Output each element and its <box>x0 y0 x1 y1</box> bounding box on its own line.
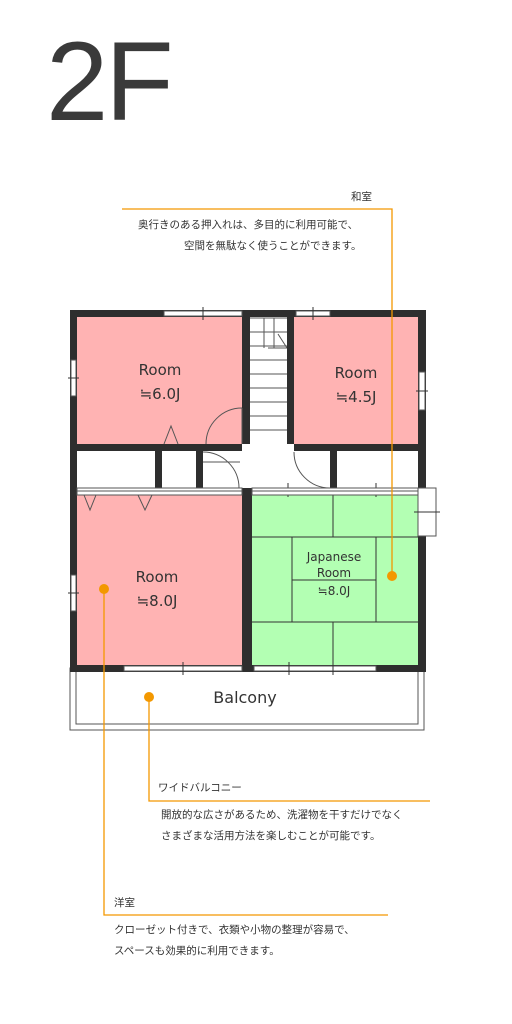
callout-washitsu-text: 奥行きのある押入れは、多目的に利用可能で、 空間を無駄なく使うことができます。 <box>138 215 361 257</box>
closet-door-mark-3 <box>163 424 179 445</box>
window-bottom-japanese <box>253 665 377 672</box>
callout-washitsu-title: 和室 <box>351 191 372 203</box>
door-room-2 <box>293 451 331 489</box>
callout-youshitsu-line-1: クローゼット付きで、衣類や小物の整理が容易で、 <box>114 924 355 936</box>
staircase <box>250 317 288 431</box>
japanese-room-name-line-2: Room <box>317 566 351 580</box>
callout-washitsu-line-2: 空間を無駄なく使うことができます。 <box>184 240 362 252</box>
leader-balcony <box>148 697 430 802</box>
leader-youshitsu <box>103 589 388 916</box>
callout-balcony-line-2: さまざまな活用方法を楽しむことが可能です。 <box>161 830 381 842</box>
room-3-size: ≒8.0J <box>137 592 178 610</box>
window-ticks <box>68 307 440 675</box>
doors <box>202 407 331 489</box>
callout-youshitsu-line-2: スペースも効果的に利用できます。 <box>114 945 280 957</box>
balcony-outline <box>69 667 425 731</box>
callout-youshitsu-text: クローゼット付きで、衣類や小物の整理が容易で、 スペースも効果的に利用できます。 <box>114 920 355 962</box>
closet-door-mark-2 <box>137 494 153 512</box>
callout-leaders <box>103 208 430 916</box>
balcony-label: Balcony <box>213 688 276 707</box>
callout-balcony-text: 開放的な広さがあるため、洗濯物を干すだけでなく さまざまな活用方法を楽しむことが… <box>161 805 403 847</box>
callout-balcony-line-1: 開放的な広さがあるため、洗濯物を干すだけでなく <box>161 809 403 821</box>
room-2-area <box>294 317 418 444</box>
tatami-lines <box>252 495 418 665</box>
room-1-size: ≒6.0J <box>140 385 181 403</box>
room-1-name: Room <box>139 361 182 379</box>
leader-washitsu <box>122 208 393 576</box>
room-3-name: Room <box>136 568 179 586</box>
callout-balcony-title: ワイドバルコニー <box>158 782 242 794</box>
closets <box>76 424 419 512</box>
marker-balcony <box>144 692 154 702</box>
callout-washitsu-line-1: 奥行きのある押入れは、多目的に利用可能で、 <box>138 219 359 231</box>
marker-washitsu <box>387 571 397 581</box>
floor-label: 2F <box>46 19 174 144</box>
closet-door-mark-1 <box>83 494 97 512</box>
room-2-size: ≒4.5J <box>336 388 377 406</box>
marker-youshitsu <box>99 584 109 594</box>
door-room-1 <box>205 407 243 445</box>
door-toilet <box>202 451 240 489</box>
balcony <box>69 667 425 731</box>
japanese-room-size: ≒8.0J <box>318 584 351 598</box>
room-1-area <box>77 317 242 444</box>
callout-youshitsu-title: 洋室 <box>114 897 135 909</box>
room-2-name: Room <box>335 364 378 382</box>
japanese-room-name-line-1: Japanese <box>306 550 362 564</box>
